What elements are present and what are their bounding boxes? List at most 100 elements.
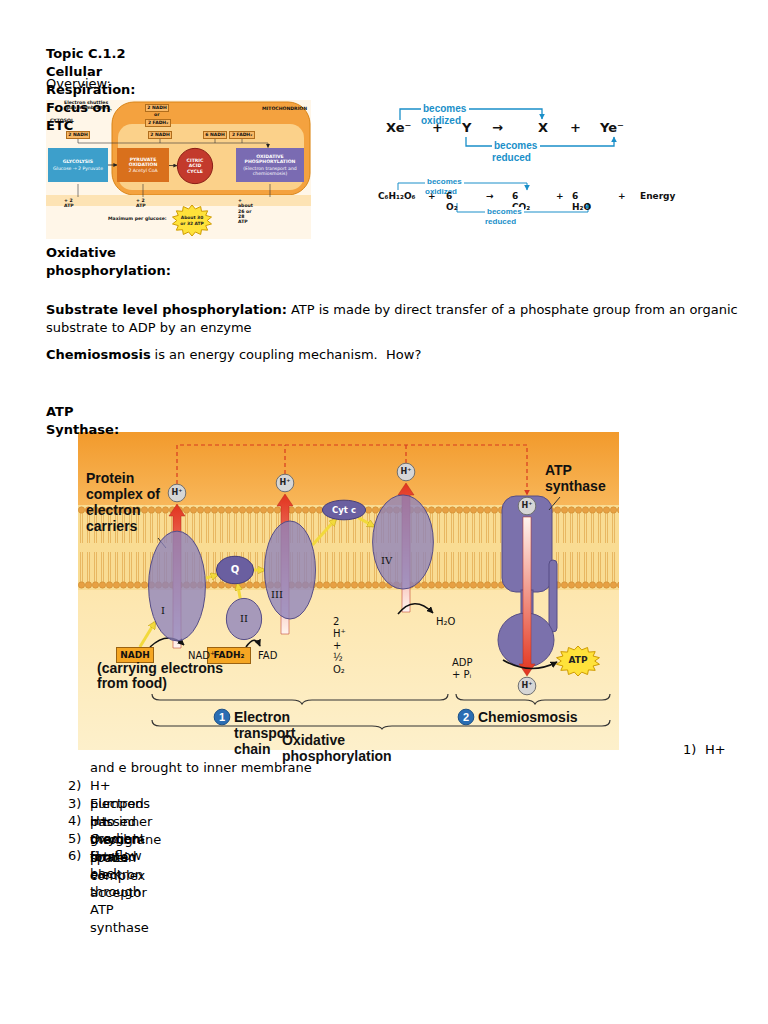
text-label: 6) — [68, 847, 81, 865]
text-label: Oxidative phosphorylation — [282, 732, 392, 764]
label-text: H+ flow back through ATP synthase — [90, 848, 149, 935]
text-label: H+ flow back through ATP synthase — [90, 847, 149, 937]
text-label: ADP + Pᵢ — [452, 657, 473, 681]
text-label: + — [432, 120, 443, 136]
text-label: (carrying electrons from food) — [97, 661, 242, 691]
node-text: ATP — [568, 656, 587, 666]
node-text: GLYCOLYSIS — [63, 159, 93, 164]
electron-path — [254, 569, 264, 572]
atp-burst-outline — [557, 646, 600, 676]
text-label: 2) — [68, 777, 81, 795]
label-text: ATP Synthase: — [46, 404, 119, 437]
label-text: → — [492, 120, 503, 135]
node-text: 6 NADH — [205, 133, 224, 138]
label-text: + — [570, 120, 581, 135]
text-label: Energy — [640, 191, 675, 202]
complex-shape-outline — [148, 530, 206, 642]
node-text: H⁺ — [172, 489, 183, 497]
label-text: CYTOSOL — [50, 118, 74, 123]
label-text: is an energy coupling mechanism. How? — [155, 347, 422, 362]
node-text: III — [271, 590, 283, 600]
text-label: 4) — [68, 812, 81, 830]
text-label: X — [538, 120, 548, 136]
text-label: 6 O₂ — [446, 191, 458, 213]
proton-circle-outline — [168, 484, 186, 502]
complex-shape-outline — [372, 494, 434, 590]
label-text: C₆H₁₂O₆ — [378, 191, 416, 201]
label-text: 5) — [68, 831, 81, 846]
proton-circle-outline — [518, 677, 536, 695]
label-text: H+ and e brought to inner membrane — [90, 742, 730, 775]
proton-circle: H⁺ — [276, 474, 294, 492]
label-text: Protein complex of electron carriers — [86, 470, 164, 534]
text-label: + — [618, 191, 626, 202]
text-label: + 2 ATP — [136, 198, 146, 209]
node-text: 2 Acetyl CoA — [128, 168, 157, 173]
text-label: MITOCHONDRION — [262, 106, 307, 111]
text-label: + — [428, 191, 436, 202]
node-text: (Electron transport and chemiosmosis) — [238, 166, 302, 177]
node-text: 2 NADH — [68, 133, 87, 138]
overview-figure — [118, 124, 304, 190]
text-label: Overview: — [46, 75, 111, 93]
proton-circle: H⁺ — [518, 677, 536, 695]
stage-box: OXIDATIVE PHOSPHORYLATION(Electron trans… — [236, 148, 304, 182]
step-number: 1 — [214, 709, 230, 725]
label-text: Substrate level phosphorylation: — [46, 302, 287, 317]
label-text: NAD⁺ — [188, 650, 215, 661]
text-label: Y — [462, 120, 471, 136]
node-text: OXIDATIVE PHOSPHORYLATION — [238, 154, 302, 165]
atp-burst-outline — [173, 205, 212, 236]
label-text: X — [538, 120, 548, 135]
node-text: PYRUVATE OXIDATION — [119, 157, 167, 168]
node-text: FADH₂ — [213, 650, 244, 661]
label-text: 6) — [68, 848, 81, 863]
complex-shape-outline — [265, 521, 316, 619]
reaction-arrows — [246, 640, 260, 647]
text-label: or — [154, 112, 159, 117]
text-label: + — [570, 120, 581, 136]
overview-figure — [46, 100, 311, 239]
stage-box: PYRUVATE OXIDATION2 Acetyl CoA — [117, 148, 169, 182]
label-text: becomes reduced — [485, 207, 524, 226]
node-text: NADH — [120, 650, 150, 661]
node-text: 2 FADH₂ — [232, 133, 252, 138]
overview-figure — [46, 100, 311, 239]
carrier-ellipse-outline — [216, 556, 253, 583]
text-label: ATP synthase — [545, 462, 617, 494]
text-label: Chemiosmosis — [478, 709, 578, 725]
carrier-ellipse: Cyt c — [322, 500, 366, 520]
node-text: H⁺ — [522, 502, 533, 510]
proton-circle-outline — [397, 463, 415, 481]
brackets — [456, 694, 610, 704]
text-label: 2 H⁺ + ½ O₂ — [333, 616, 346, 676]
node-text: H⁺ — [522, 682, 533, 690]
proton-circle-outline — [518, 497, 536, 515]
node-text: H⁺ — [280, 479, 291, 487]
overview-figure — [268, 143, 269, 148]
atp-burst: ATP — [556, 646, 600, 676]
overview-figure — [78, 184, 270, 197]
proton-circle: H⁺ — [518, 497, 536, 515]
shuttle-box: 2 NADH — [148, 131, 172, 139]
complex-shape: II — [226, 598, 262, 640]
text-label: Protein complex of electron carriers — [86, 470, 170, 534]
text-label: H₂O — [436, 616, 455, 628]
electron-path — [358, 518, 374, 526]
label-text: becomes reduced — [492, 140, 540, 163]
complex-shape: III — [264, 520, 316, 620]
cycle-circle: CITRIC ACID CYCLE — [177, 148, 213, 184]
overview-figure — [112, 102, 310, 195]
text-label: H+ and e brought to inner membrane — [90, 741, 730, 777]
node-text: 2 NADH — [150, 133, 169, 138]
redox-brackets — [466, 137, 614, 146]
overview-figure — [46, 195, 311, 206]
node-text: IV — [381, 556, 392, 566]
text-label: Ye⁻ — [600, 120, 624, 136]
complex-shape-outline — [373, 495, 434, 589]
brackets — [152, 694, 448, 704]
label-text: Y — [462, 120, 471, 135]
label-text: + — [432, 120, 443, 135]
label-text: becomes oxidized — [421, 103, 469, 126]
label-text: Chemiosmosis — [478, 709, 578, 725]
